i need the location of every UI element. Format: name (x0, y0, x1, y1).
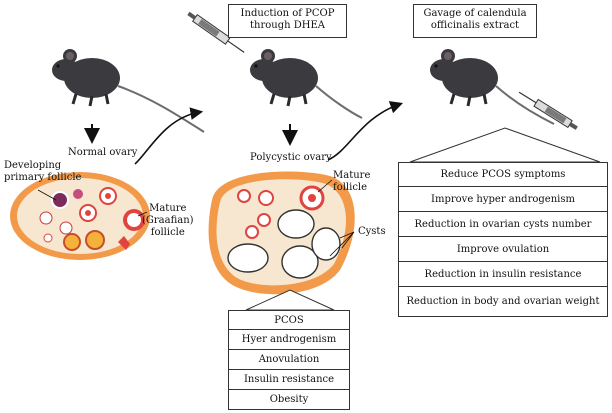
list-item: Insulin resistance (228, 370, 350, 390)
mature-follicle-label: Mature follicle (333, 170, 371, 193)
mouse-icon (248, 47, 363, 119)
list-item: Improve ovulation (398, 237, 608, 262)
normal-ovary-label: Normal ovary (68, 147, 138, 158)
list-item: Reduction in ovarian cysts number (398, 212, 608, 237)
developing-follicle-label: Developing primary follicle (4, 160, 82, 183)
induction-box: Induction of PCOP through DHEA (228, 4, 347, 38)
list-item: Anovulation (228, 350, 350, 370)
list-item: Reduction in insulin resistance (398, 262, 608, 287)
list-item: Reduction in body and ovarian weight (398, 287, 608, 317)
list-item: Reduce PCOS symptoms (398, 162, 608, 187)
mouse-icon (428, 47, 555, 125)
pcos-features-list: PCOS Hyer androgenism Anovulation Insuli… (228, 310, 350, 410)
list-item: Obesity (228, 390, 350, 410)
curved-arrow-icon (134, 107, 204, 165)
gavage-box: Gavage of calendula officinalis extract (413, 4, 537, 38)
list-item: Hyer androgenism (228, 330, 350, 350)
list-item: PCOS (228, 310, 350, 330)
treatment-effects-list: Reduce PCOS symptoms Improve hyper andro… (398, 162, 608, 317)
list-item: Improve hyper androgenism (398, 187, 608, 212)
mouse-icon (50, 47, 205, 133)
curved-arrow-icon (327, 101, 404, 161)
syringe-icon (187, 11, 245, 53)
syringe-icon (518, 91, 578, 130)
polycystic-ovary-label: Polycystic ovary (250, 152, 332, 163)
normal-ovary (10, 172, 150, 260)
polycystic-ovary (208, 171, 355, 295)
mature-graafian-label: Mature (Graafian) follicle (142, 203, 194, 238)
cysts-label: Cysts (358, 226, 386, 237)
